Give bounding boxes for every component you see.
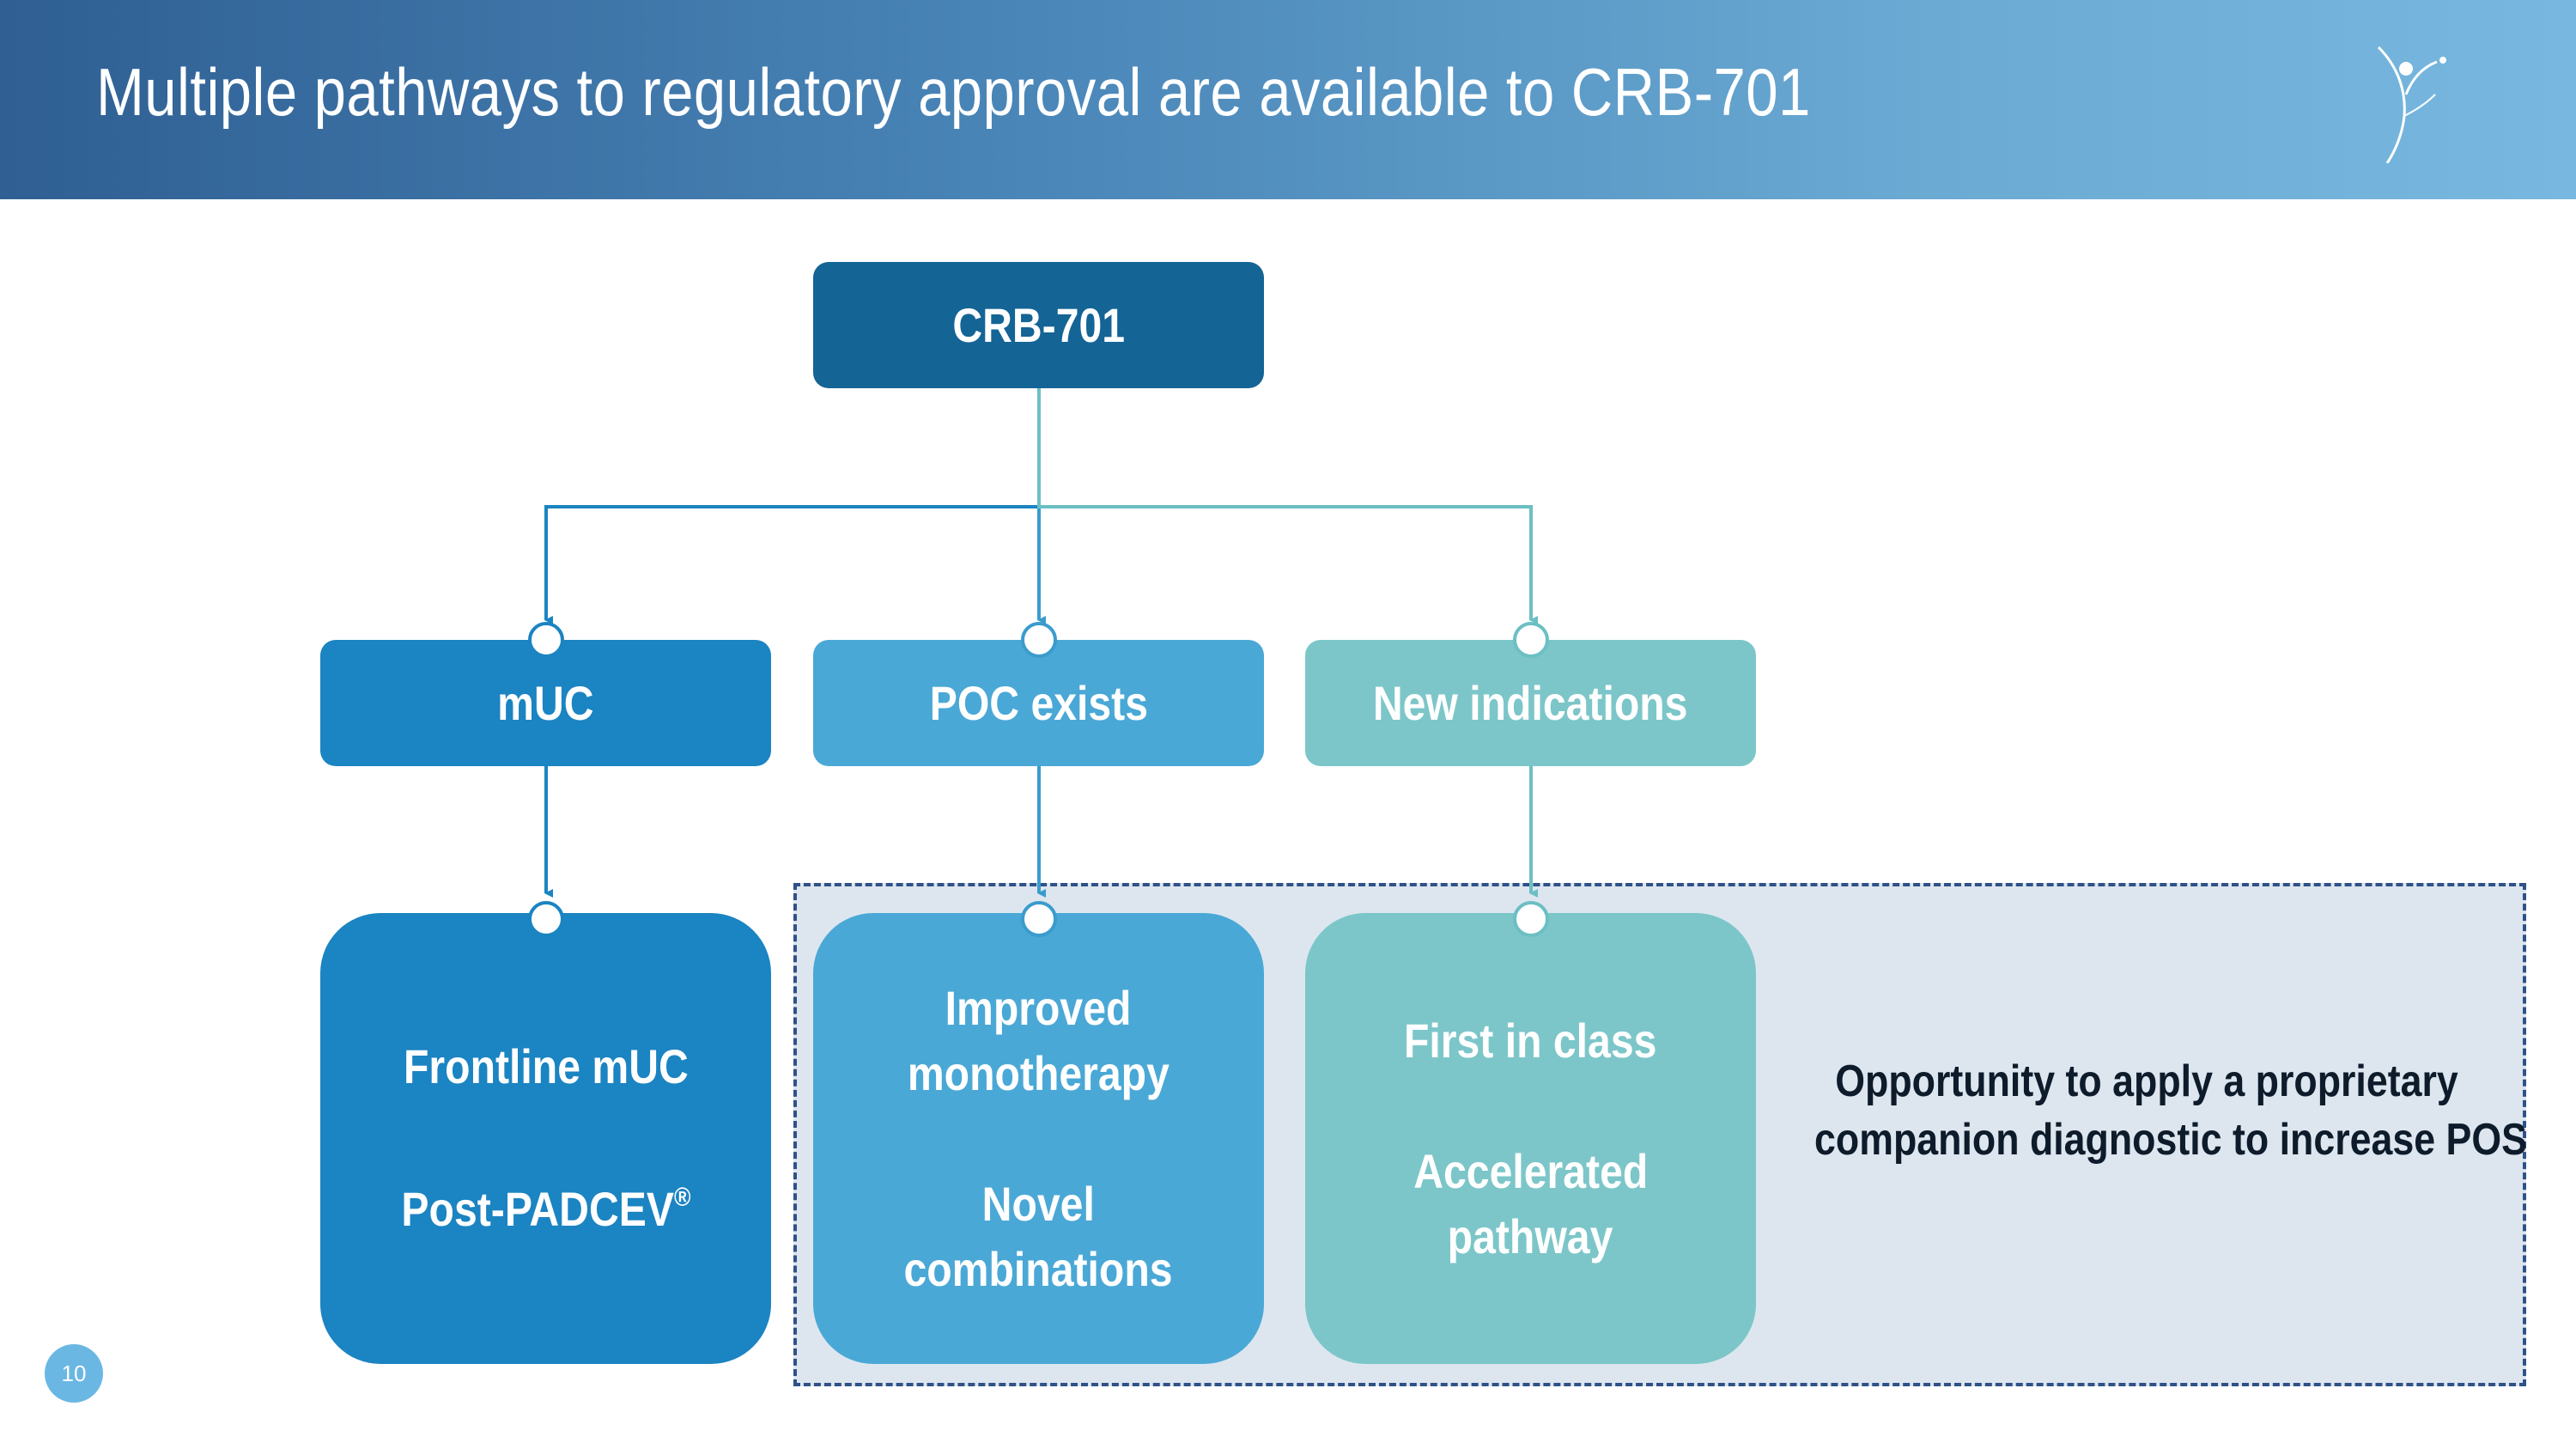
outcome-line: Accelerated [1413, 1143, 1649, 1198]
connector-dot [528, 901, 564, 937]
root-node-crb701: CRB-701 [813, 262, 1264, 388]
page-title: Multiple pathways to regulatory approval… [96, 54, 1811, 130]
outcome-line: Novel [981, 1176, 1096, 1231]
branch-node-poc-exists: POC exists [813, 640, 1264, 766]
outcome-line: First in class [1404, 1013, 1657, 1068]
opportunity-note-line: companion diagnostic to increase POS [1814, 1115, 2527, 1165]
outcome-line-with-trademark: Post-PADCEV® [401, 1165, 690, 1242]
connector-dot [1021, 622, 1057, 658]
page-number-badge: 10 [45, 1344, 103, 1403]
branch-node-label: mUC [497, 676, 594, 730]
outcome-line: Post-PADCEV [400, 1182, 674, 1237]
connector-dot [1513, 622, 1549, 658]
branch-node-label: POC exists [929, 676, 1148, 730]
branch-node-label: New indications [1373, 676, 1688, 730]
opportunity-note-line: Opportunity to apply a proprietary [1835, 1056, 2458, 1106]
branch-node-new-indications: New indications [1305, 640, 1756, 766]
outcome-line: combinations [903, 1241, 1174, 1296]
outcome-node-poc: Improved monotherapy Novel combinations [813, 913, 1264, 1364]
company-logo-icon [2377, 46, 2446, 163]
connector-dot [1021, 901, 1057, 937]
registered-trademark-symbol: ® [673, 1182, 691, 1213]
outcome-line: Improved [945, 980, 1132, 1035]
connector-dot [1513, 901, 1549, 937]
connector-root-to-new-indications [1037, 388, 1538, 624]
outcome-line: pathway [1448, 1209, 1613, 1263]
outcome-line: monotherapy [907, 1045, 1170, 1100]
connector-dot [528, 622, 564, 658]
outcome-node-muc: Frontline mUC Post-PADCEV® [320, 913, 771, 1364]
opportunity-note: Opportunity to apply a proprietary compa… [1760, 1052, 2533, 1169]
outcome-node-new-indications: First in class Accelerated pathway [1305, 913, 1756, 1364]
header-bar: Multiple pathways to regulatory approval… [0, 0, 2576, 199]
branch-node-muc: mUC [320, 640, 771, 766]
root-node-label: CRB-701 [952, 298, 1125, 352]
outcome-line: Frontline mUC [403, 1039, 689, 1094]
